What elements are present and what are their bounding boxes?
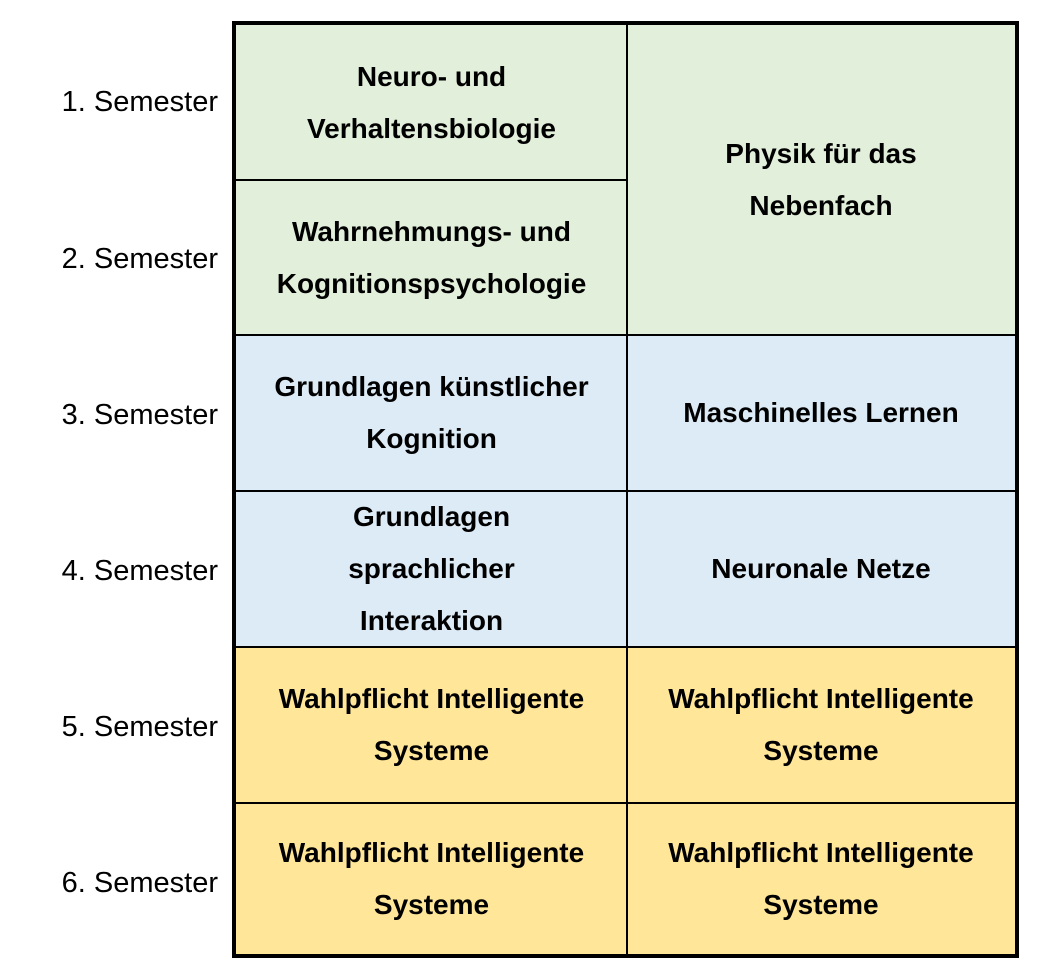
row-divider xyxy=(236,179,627,181)
semester-label-6: 6. Semester xyxy=(61,867,218,899)
cell-wahrnehmungs-kognitionspsychologie: Wahrnehmungs- und Kognitionspsychologie xyxy=(236,180,627,335)
cell-maschinelles-lernen: Maschinelles Lernen xyxy=(627,335,1015,491)
curriculum-grid: Neuro- und Verhaltensbiologie Wahrnehmun… xyxy=(232,21,1019,958)
semester-label-1: 1. Semester xyxy=(61,86,218,118)
semester-label-2: 2. Semester xyxy=(61,243,218,275)
row-divider xyxy=(236,646,1015,648)
cell-physik-nebenfach: Physik für das Nebenfach xyxy=(627,25,1015,335)
cell-neuro-verhaltensbiologie: Neuro- und Verhaltensbiologie xyxy=(236,25,627,180)
cell-grundlagen-kuenstlicher-kognition: Grundlagen künstlicher Kognition xyxy=(236,335,627,491)
column-divider xyxy=(626,25,628,954)
semester-label-3: 3. Semester xyxy=(61,399,218,431)
cell-grundlagen-sprachlicher-interaktion: Grundlagen sprachlicher Interaktion xyxy=(236,491,627,647)
row-divider xyxy=(236,490,1015,492)
row-divider xyxy=(236,334,1015,336)
cell-wahlpflicht-5-right: Wahlpflicht Intelligente Systeme xyxy=(627,647,1015,803)
cell-neuronale-netze: Neuronale Netze xyxy=(627,491,1015,647)
row-divider xyxy=(236,802,1015,804)
cell-wahlpflicht-5-left: Wahlpflicht Intelligente Systeme xyxy=(236,647,627,803)
cell-wahlpflicht-6-right: Wahlpflicht Intelligente Systeme xyxy=(627,803,1015,954)
semester-label-4: 4. Semester xyxy=(61,555,218,587)
semester-label-5: 5. Semester xyxy=(61,711,218,743)
cell-wahlpflicht-6-left: Wahlpflicht Intelligente Systeme xyxy=(236,803,627,954)
